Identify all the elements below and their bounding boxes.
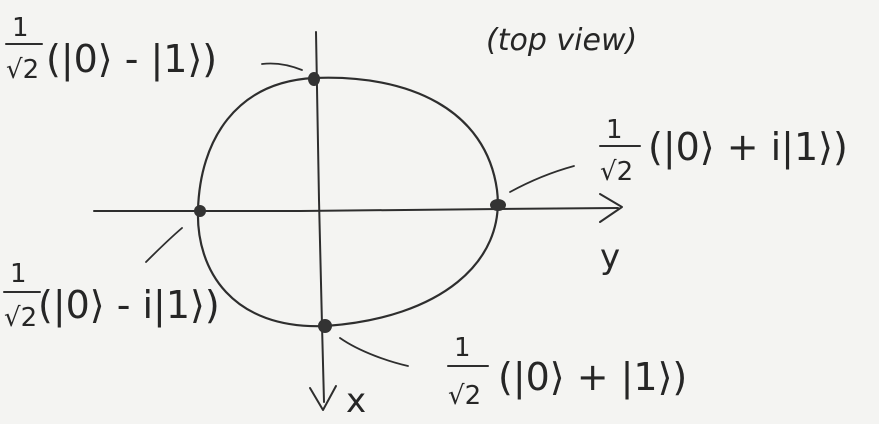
leader-line-bottom bbox=[339, 337, 409, 367]
state-dot-left bbox=[194, 205, 206, 217]
state-label-top: 1 √2 (|0⟩ - |1⟩) bbox=[5, 13, 217, 85]
x-axis-line bbox=[315, 31, 325, 403]
svg-text:1: 1 bbox=[12, 13, 29, 43]
x-axis-arrowhead bbox=[309, 385, 337, 411]
svg-text:1: 1 bbox=[454, 333, 471, 363]
y-axis-arrowhead bbox=[599, 193, 623, 223]
caption-top-view: (top view) bbox=[486, 23, 637, 58]
svg-text:√2: √2 bbox=[6, 55, 39, 85]
equator-circle bbox=[196, 76, 499, 328]
svg-text:√2: √2 bbox=[4, 303, 37, 333]
svg-text:√2: √2 bbox=[448, 381, 481, 411]
svg-text:(|0⟩ - i|1⟩): (|0⟩ - i|1⟩) bbox=[38, 283, 220, 328]
x-axis-label: x bbox=[346, 381, 366, 421]
state-label-left: 1 √2 (|0⟩ - i|1⟩) bbox=[3, 259, 220, 333]
svg-text:(|0⟩ - |1⟩): (|0⟩ - |1⟩) bbox=[46, 37, 217, 82]
y-axis-label: y bbox=[600, 237, 620, 277]
state-dot-bottom bbox=[318, 319, 332, 333]
svg-text:√2: √2 bbox=[600, 157, 633, 187]
svg-text:(|0⟩ + |1⟩): (|0⟩ + |1⟩) bbox=[498, 355, 687, 400]
state-dot-right bbox=[490, 199, 506, 211]
svg-text:1: 1 bbox=[10, 259, 27, 289]
svg-text:1: 1 bbox=[606, 115, 623, 145]
leader-line-left bbox=[145, 227, 183, 263]
leader-line-top bbox=[261, 62, 303, 71]
state-label-right: 1 √2 (|0⟩ + i|1⟩) bbox=[599, 115, 848, 187]
leader-line-right bbox=[509, 165, 575, 193]
state-label-bottom: 1 √2 (|0⟩ + |1⟩) bbox=[447, 333, 687, 411]
state-dot-top bbox=[308, 72, 320, 86]
y-axis-line bbox=[93, 207, 619, 212]
svg-text:(|0⟩ + i|1⟩): (|0⟩ + i|1⟩) bbox=[648, 125, 848, 170]
